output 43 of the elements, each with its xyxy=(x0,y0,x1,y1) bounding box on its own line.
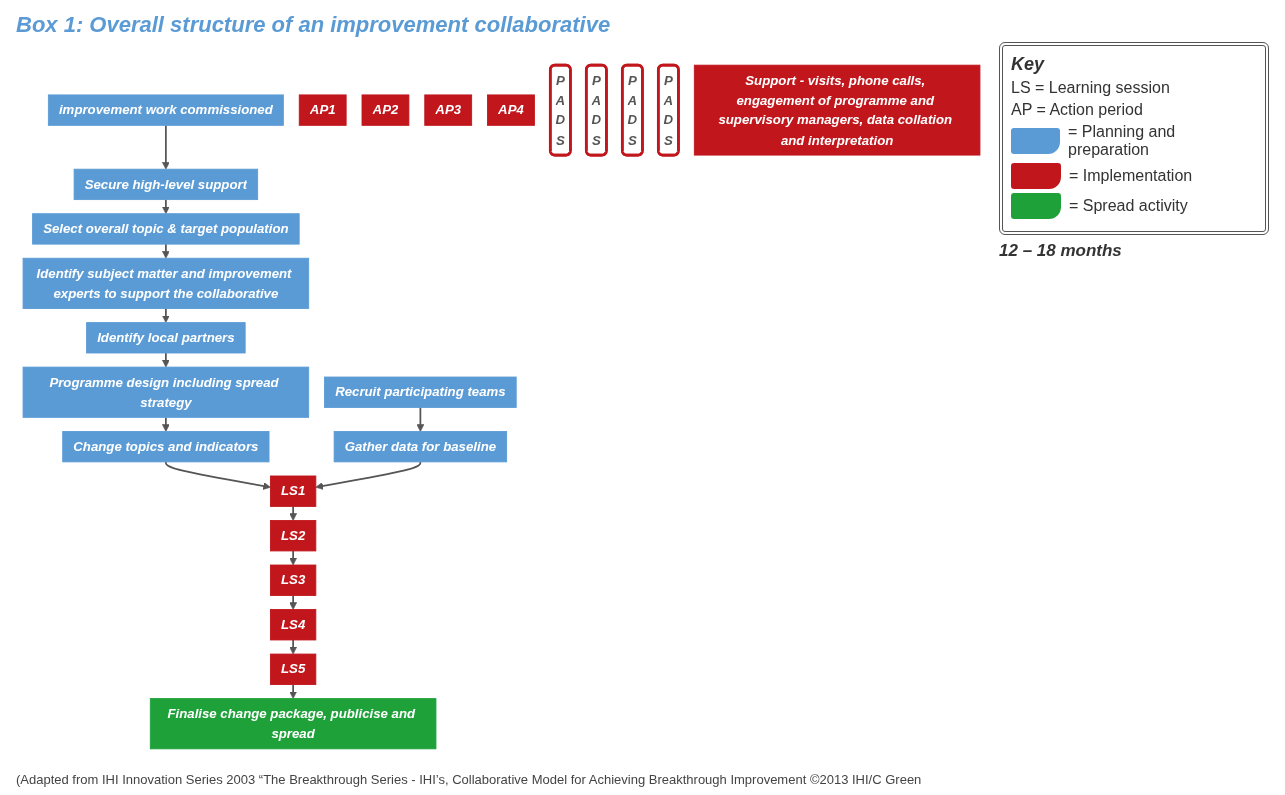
arrow xyxy=(165,461,271,490)
arrow xyxy=(162,352,170,368)
node-box: Programme design including spread strategy xyxy=(22,366,310,418)
arrow xyxy=(289,594,297,610)
arrow xyxy=(162,416,170,432)
node-box: LS5 xyxy=(270,653,317,685)
arrow xyxy=(162,124,170,170)
title: Box 1: Overall structure of an improvement collaborative xyxy=(16,12,612,38)
node-box: LS3 xyxy=(270,564,317,596)
node-box: AP3 xyxy=(424,94,473,126)
node-box: Gather data for baseline xyxy=(333,431,508,463)
node-box: LS4 xyxy=(270,609,317,641)
node-box: Secure high-level support xyxy=(73,168,259,201)
legend-text: = Implementation xyxy=(1069,167,1193,185)
arrow xyxy=(289,683,297,699)
node-box: Identify subject matter and improvement experts to support the collaborative xyxy=(22,257,310,309)
legend-text: AP = Action period xyxy=(1011,101,1143,119)
node-box: AP1 xyxy=(298,94,347,126)
node-box: AP4 xyxy=(487,94,535,126)
node-box: improvement work commissioned xyxy=(47,94,284,126)
arrow xyxy=(162,198,170,215)
node-box: Identify local partners xyxy=(86,322,246,354)
arrow xyxy=(289,639,297,655)
node-box: Support - visits, phone calls, engagement of programme and supervisory managers, data collation and interpretation xyxy=(693,64,981,156)
arrow xyxy=(289,505,297,521)
arrow xyxy=(289,550,297,566)
node-box: Recruit participating teams xyxy=(324,376,517,408)
legend-text: = Planning and preparation xyxy=(1068,123,1177,159)
node-box: Change topics and indicators xyxy=(62,431,270,463)
arrow xyxy=(315,461,422,490)
legend-text: LS = Learning session xyxy=(1011,79,1170,97)
legend-text: = Spread activity xyxy=(1069,197,1188,215)
arrow xyxy=(162,243,170,259)
key-title: Key xyxy=(1011,54,1046,75)
arrow xyxy=(162,307,170,323)
duration-label: 12 – 18 months xyxy=(999,241,1123,261)
node-box: Finalise change package, publicise and spread xyxy=(149,698,437,750)
caption: (Adapted from IHI Innovation Series 2003 “The Breakthrough Series - IHI’s, Collaborative Model for Achieving Breakthrough Improvement ©2013 IHI/C Green xyxy=(16,772,923,787)
node-box: Select overall topic & target population xyxy=(32,213,300,245)
node-box: LS1 xyxy=(270,475,317,507)
node-box: LS2 xyxy=(270,520,317,552)
arrow xyxy=(416,406,425,432)
node-box: AP2 xyxy=(361,94,410,126)
